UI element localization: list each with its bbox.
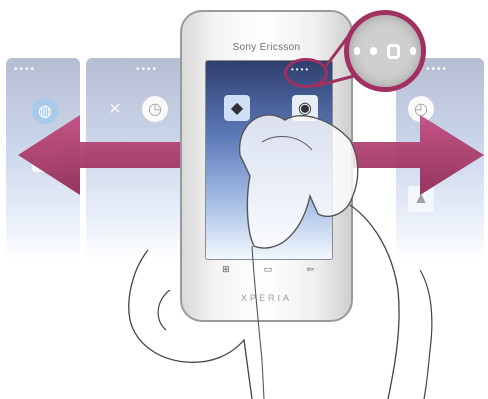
page-dot [410,47,416,55]
page-dot-active [387,44,400,59]
page-indicator-zoom [344,10,426,92]
page-dot [354,47,360,55]
page-dot [370,47,376,55]
